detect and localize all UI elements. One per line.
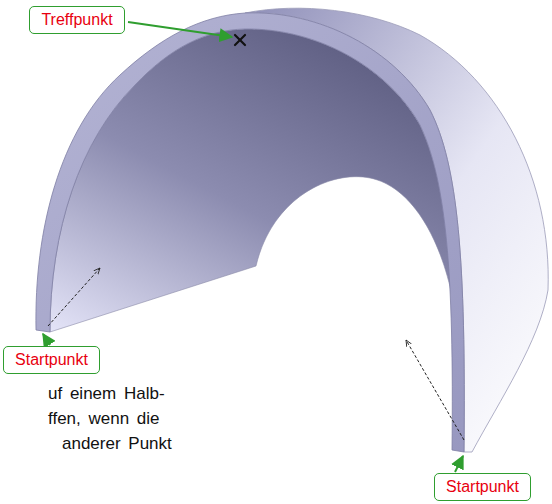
leader-arrow: [455, 456, 463, 472]
callout-text: Treffpunkt: [30, 10, 124, 30]
front-face: [36, 13, 464, 452]
direction-arrow: [48, 268, 100, 326]
callout-box: Startpunkt: [3, 346, 100, 374]
callout-text: Startpunkt: [4, 350, 99, 370]
meeting-point-cross: [235, 35, 245, 45]
direction-arrow: [406, 340, 464, 440]
leader-arrow: [43, 334, 50, 345]
callout-box: Treffpunkt: [29, 6, 125, 34]
callout-text: Startpunkt: [435, 477, 530, 497]
text-fragment: ffen, wenn die: [48, 409, 160, 429]
callout-box: Startpunkt: [434, 473, 531, 501]
text-fragment: anderer Punkt: [62, 434, 172, 454]
text-fragment: uf einem Halb-: [48, 384, 165, 404]
leader-arrow: [128, 22, 232, 37]
